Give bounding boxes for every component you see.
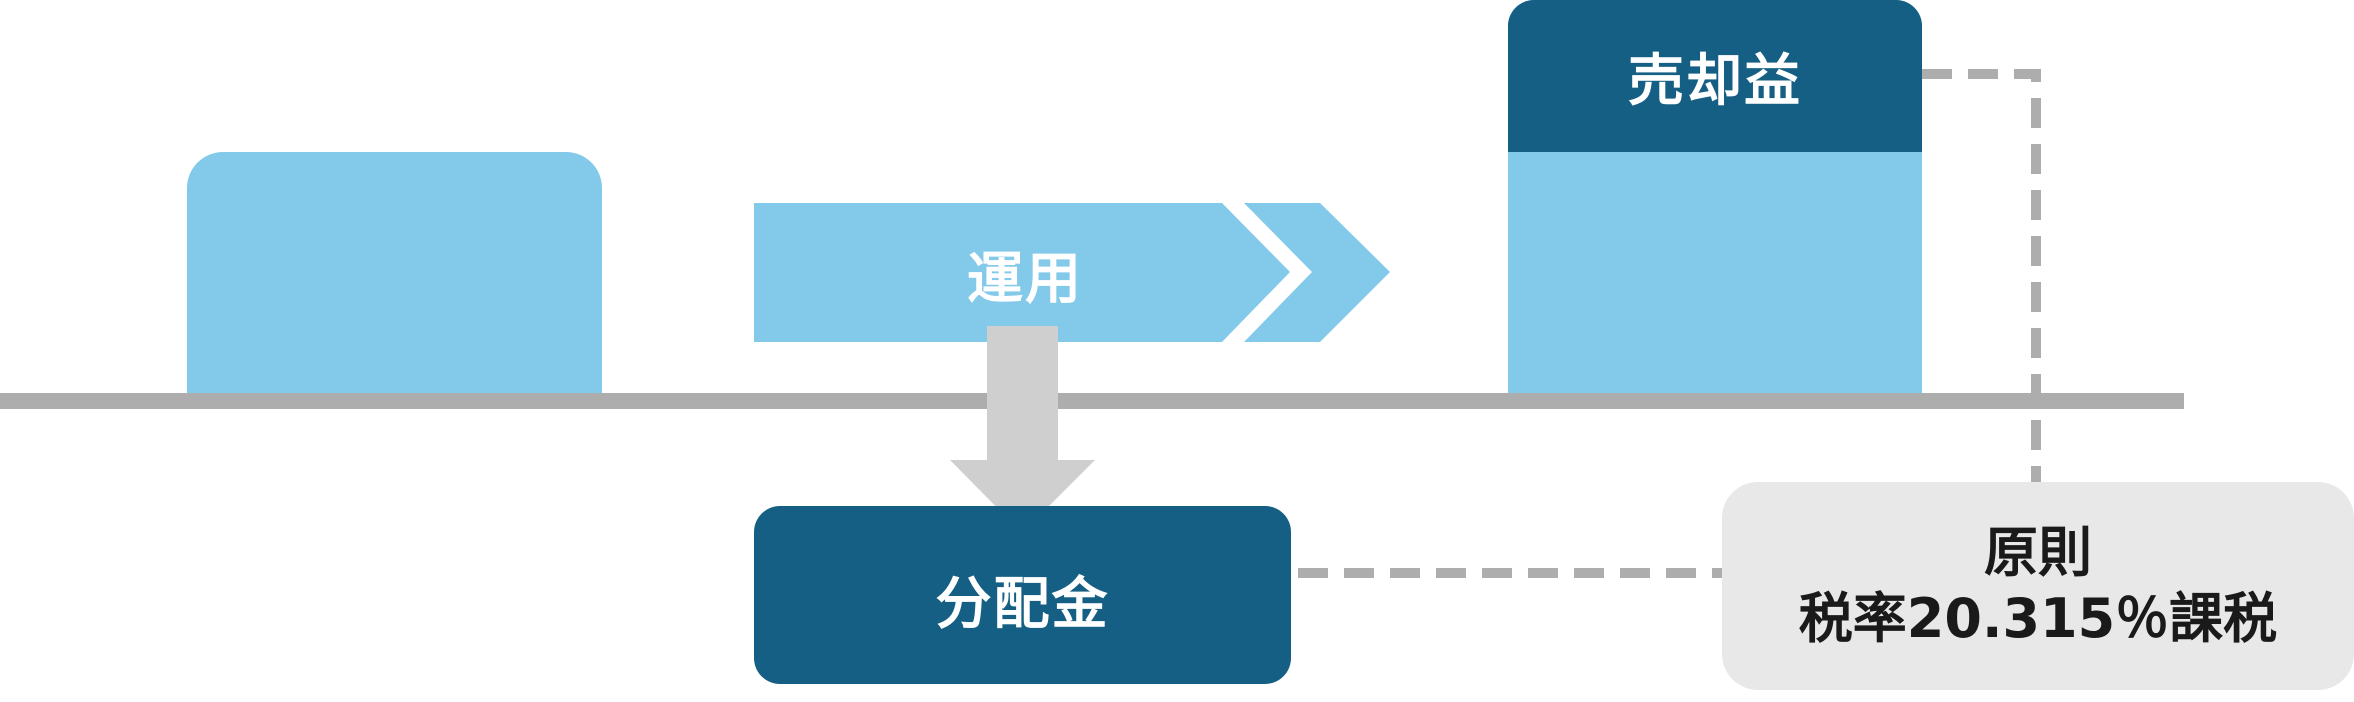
operation-arrow-chevron [1244, 203, 1390, 342]
dividend-label: 分配金 [935, 571, 1110, 637]
tax-note-box: 原則 税率20.315％課税 [1722, 482, 2354, 690]
operation-arrow [754, 203, 1290, 342]
operation-label: 運用 [967, 246, 1083, 312]
tax-note-line2: 税率20.315％課税 [1798, 587, 2278, 650]
initial-investment-block [187, 152, 602, 397]
operation-label-wrap: 運用 [900, 234, 1150, 314]
dividend-down-arrow [950, 326, 1095, 533]
sale-gain-header: 売却益 [1508, 0, 1922, 152]
sale-to-tax-dashed-line [1922, 69, 2041, 482]
tax-note-line1: 原則 [1984, 521, 2092, 584]
timeline-baseline [0, 393, 2184, 409]
dividend-box: 分配金 [754, 506, 1291, 684]
sale-value-block: 売却益 [1508, 0, 1922, 397]
sale-gain-label: 売却益 [1628, 48, 1802, 114]
